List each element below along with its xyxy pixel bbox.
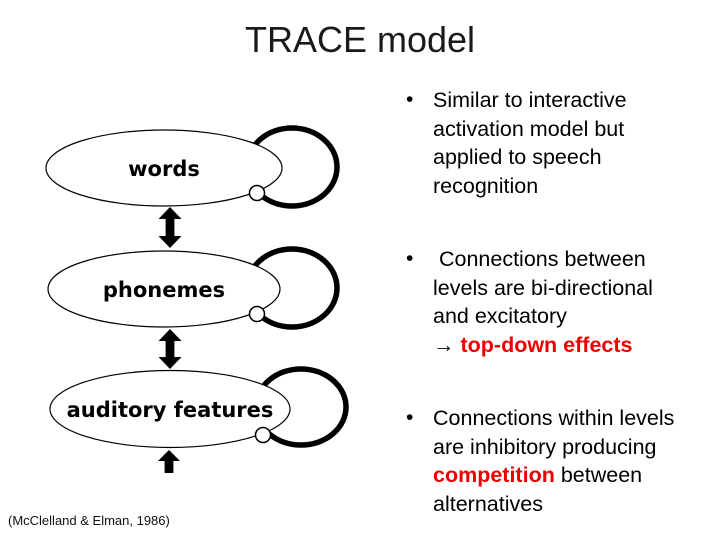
bidirectional-arrow-icon bbox=[158, 329, 182, 369]
bullet-text: Similar to interactive activation model … bbox=[433, 86, 720, 200]
top-down-effects-highlight: top-down effects bbox=[460, 332, 633, 357]
bullet-marker: • bbox=[406, 406, 414, 429]
up-arrow-icon bbox=[158, 450, 180, 473]
bullet-line: activation model but bbox=[433, 116, 625, 141]
bullet-text: Connections within levels are inhibitory… bbox=[433, 404, 720, 518]
bullet-marker: • bbox=[406, 88, 414, 111]
competition-highlight: competition bbox=[433, 463, 555, 487]
bidirectional-arrow-icon bbox=[158, 207, 182, 248]
connector-dot-icon bbox=[248, 184, 266, 202]
right-arrow-icon: → bbox=[433, 332, 461, 357]
node-words-label: words bbox=[128, 157, 200, 181]
bullet-line: alternatives bbox=[433, 491, 543, 516]
bullet-line-competition: competition between bbox=[433, 461, 720, 490]
node-auditory-features-label: auditory features bbox=[67, 398, 274, 422]
bullet-line-top-down: → top-down effects bbox=[433, 331, 720, 360]
bullet-line: and excitatory bbox=[433, 304, 567, 328]
bullet-line: recognition bbox=[433, 173, 539, 198]
bullet-line: levels are bi-directional bbox=[433, 275, 653, 300]
node-phonemes-label: phonemes bbox=[103, 278, 225, 302]
bullet-marker: • bbox=[406, 247, 414, 270]
bullet-line: Connections within levels bbox=[433, 406, 675, 430]
bullet-line: Similar to interactive bbox=[433, 88, 627, 112]
page-title: TRACE model bbox=[244, 19, 476, 60]
bullet-line: Connections between bbox=[433, 247, 646, 271]
bullet-line: applied to speech bbox=[433, 145, 602, 169]
connector-dot-icon bbox=[254, 426, 272, 444]
node-phonemes-ellipse bbox=[47, 250, 281, 328]
trace-model-diagram: words phonemes auditory features bbox=[45, 125, 349, 473]
bullet-line: are inhibitory producing bbox=[433, 434, 657, 459]
bullet-list: • Similar to interactive activation mode… bbox=[394, 86, 720, 518]
bullet-text: Connections between levels are bi-direct… bbox=[433, 245, 720, 359]
node-words-ellipse bbox=[45, 129, 283, 207]
bullet-within-levels: • Connections within levels are inhibito… bbox=[394, 404, 720, 518]
bullet-between-levels: • Connections between levels are bi-dire… bbox=[394, 245, 720, 359]
connector-dot-icon bbox=[248, 305, 266, 323]
bullet-line-rest: between bbox=[554, 463, 643, 487]
citation: (McClelland & Elman, 1986) bbox=[8, 513, 170, 528]
bullet-similar-to-iam: • Similar to interactive activation mode… bbox=[394, 86, 720, 200]
node-auditory-features-ellipse bbox=[49, 369, 291, 449]
